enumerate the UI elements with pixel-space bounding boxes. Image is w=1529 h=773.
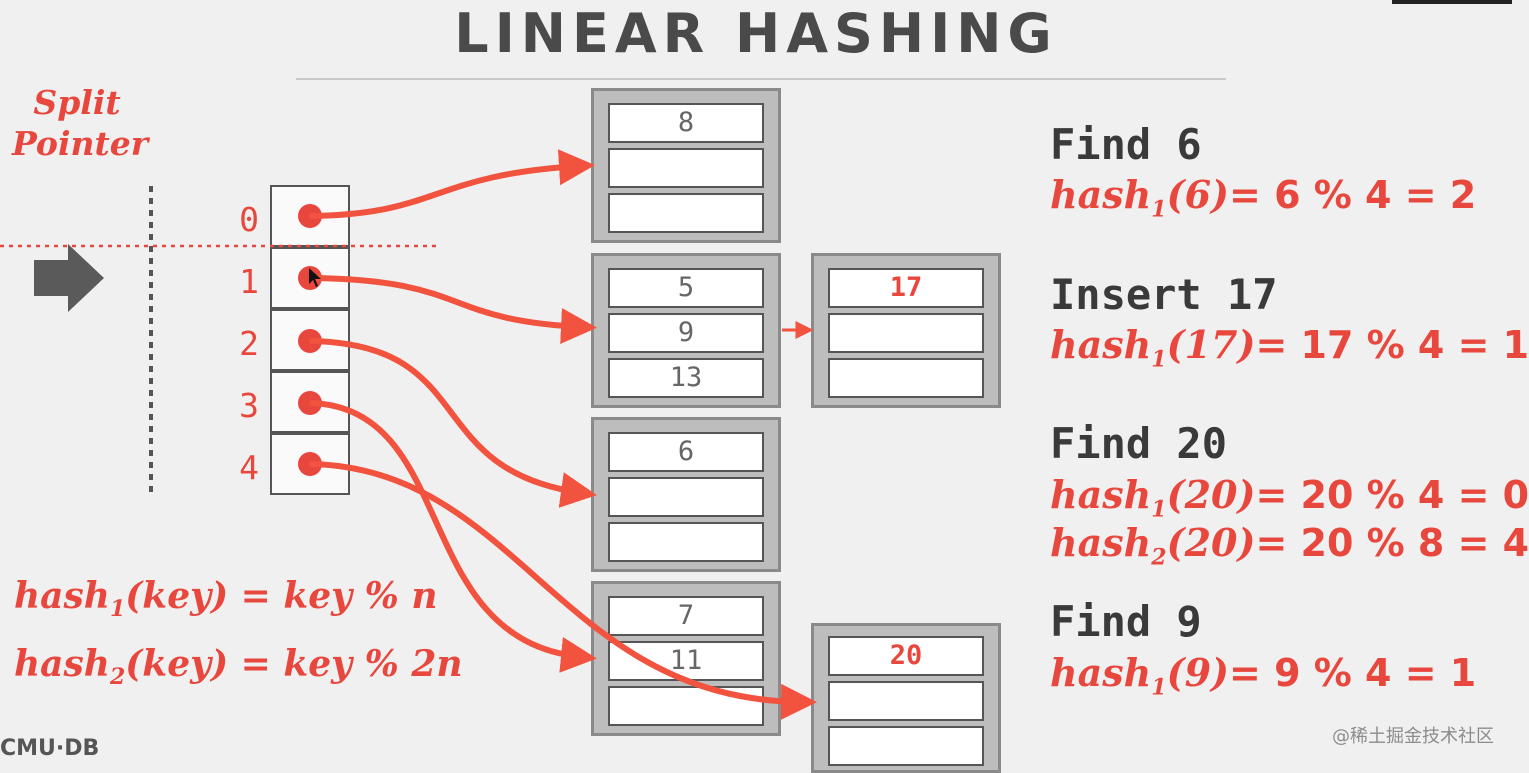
operation-hash-line: hash1(20)= 20 % 4 = 0 [1050, 472, 1529, 523]
overflow-bucket-17: 17 [811, 253, 1001, 408]
bucket-3: 7 11 [591, 581, 781, 736]
bucket-cell [608, 477, 764, 517]
window-edge-bar [1392, 0, 1512, 4]
slide-title: LINEAR HASHING [454, 2, 1058, 65]
split-pointer-label: Split Pointer [12, 82, 149, 164]
split-pointer-label-line2: Pointer [12, 124, 149, 163]
operation-hash-line: hash1(6)= 6 % 4 = 2 [1050, 172, 1477, 223]
cmu-db-logo: CMU·DB [0, 736, 100, 761]
slot-index-3: 3 [239, 386, 259, 425]
bucket-cell [828, 313, 984, 353]
split-pointer-label-line1: Split [33, 83, 121, 122]
watermark: @稀土掘金技术社区 [1332, 726, 1494, 747]
title-divider [296, 78, 1226, 80]
bucket-cell [608, 148, 764, 188]
bucket-cell [608, 193, 764, 233]
bucket-cell: 17 [828, 268, 984, 308]
bucket-0: 8 [591, 88, 781, 243]
operation-title: Find 6 [1050, 120, 1202, 169]
arrow-slot4-to-bucket4 [309, 461, 817, 720]
bucket-cell [608, 522, 764, 562]
bucket-cell: 5 [608, 268, 764, 308]
bucket-cell: 9 [608, 313, 764, 353]
operation-title: Find 9 [1050, 597, 1202, 646]
arrow-slot0-to-bucket0 [309, 149, 595, 219]
bucket-2: 6 [591, 417, 781, 572]
hash2-formula: hash2(key) = key % 2n [14, 643, 463, 691]
bucket-cell: 6 [608, 432, 764, 472]
slot-index-4: 4 [239, 448, 259, 487]
slot-index-2: 2 [239, 324, 259, 363]
slot-index-1: 1 [239, 262, 259, 301]
bucket-cell [828, 358, 984, 398]
arrow-slot3-to-bucket3 [309, 400, 597, 673]
arrow-slot1-to-bucket1 [309, 275, 597, 344]
slot-index-0: 0 [239, 200, 259, 239]
split-pointer-arrow-icon [34, 244, 104, 312]
operation-title: Insert 17 [1050, 270, 1278, 319]
bucket-cell: 13 [608, 358, 764, 398]
bucket-1: 5 9 13 [591, 253, 781, 408]
operation-title: Find 20 [1050, 419, 1228, 468]
operation-hash-line: hash1(17)= 17 % 4 = 1 [1050, 322, 1529, 373]
operation-hash-line: hash2(20)= 20 % 8 = 4 [1050, 520, 1529, 571]
hash1-formula: hash1(key) = key % n [14, 575, 438, 623]
bucket-cell [828, 726, 984, 766]
mouse-cursor-icon [309, 268, 321, 287]
bucket-cell: 20 [828, 636, 984, 676]
operation-hash-line: hash1(9)= 9 % 4 = 1 [1050, 650, 1477, 701]
bucket-cell: 8 [608, 103, 764, 143]
bucket-cell: 7 [608, 596, 764, 636]
bucket-cell [828, 681, 984, 721]
arrow-slot2-to-bucket2 [309, 338, 597, 508]
bucket-cell: 11 [608, 641, 764, 681]
